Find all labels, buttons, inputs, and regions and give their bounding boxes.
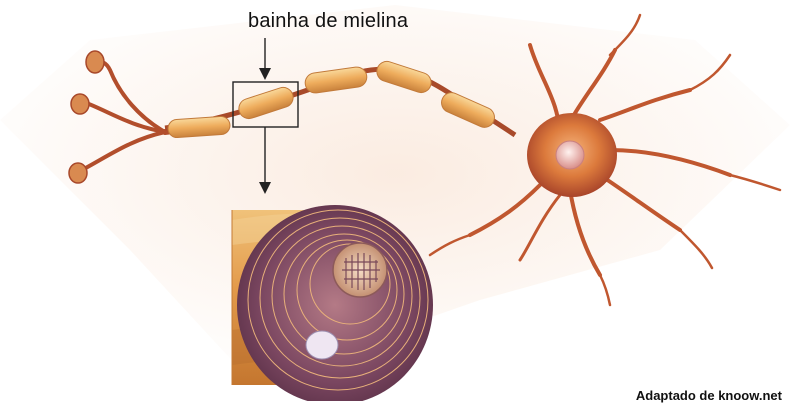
myelin-cross-section [232,205,433,401]
nucleus [556,141,584,169]
myelin-sheath-label: bainha de mielina [248,10,408,33]
